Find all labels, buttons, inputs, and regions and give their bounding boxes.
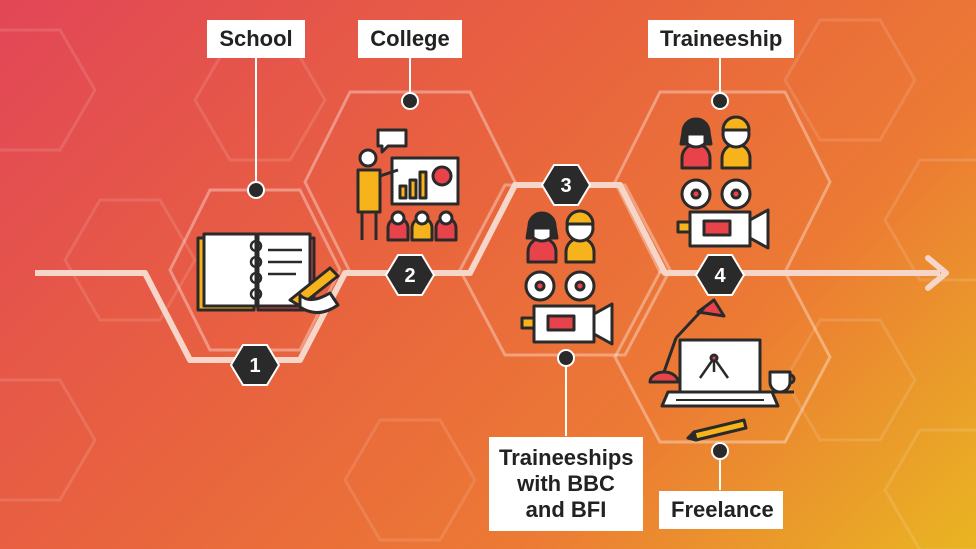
people-icon (525, 209, 596, 264)
coffee-cup-icon (766, 370, 796, 394)
label-freelance: Freelance (659, 491, 783, 529)
label-line: with BBC (517, 471, 615, 496)
label-line: and BFI (525, 497, 607, 522)
step-badge-2: 2 (384, 254, 436, 296)
laptop-design-icon (660, 338, 780, 408)
label-school: School (207, 20, 305, 58)
film-camera-icon (676, 178, 770, 250)
background-hex-grid (0, 18, 976, 549)
svg-text:2: 2 (404, 265, 415, 287)
label-traineeship: Traineeship (648, 20, 794, 58)
step-badge-3: 3 (540, 164, 592, 206)
label-connectors (247, 56, 729, 490)
desk-lamp-icon (648, 298, 726, 384)
label-traineeships-bbc-bfi: Traineeships with BBC and BFI (489, 437, 643, 531)
hex-school (168, 188, 342, 352)
presentation-icon (356, 128, 460, 242)
step-badge-1: 1 (229, 344, 281, 386)
label-college: College (358, 20, 462, 58)
step-badge-4: 4 (694, 254, 746, 296)
notebook-icon (196, 232, 340, 314)
film-camera-icon (520, 270, 614, 346)
pencil-icon (686, 418, 748, 442)
people-icon (679, 115, 752, 170)
label-line: Traineeships (499, 445, 634, 470)
svg-text:3: 3 (560, 175, 571, 197)
arrow-head-icon (925, 255, 949, 291)
svg-text:1: 1 (249, 355, 260, 377)
svg-text:4: 4 (714, 265, 726, 287)
